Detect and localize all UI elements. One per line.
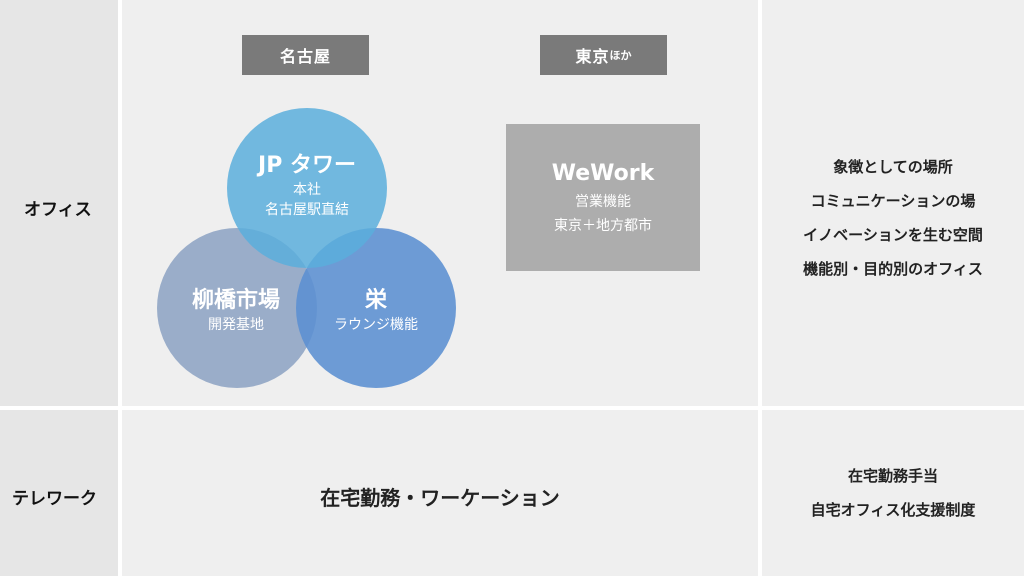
office-row-label-cell [0, 0, 118, 406]
jp-tower-text: JP タワー 本社 名古屋駅直結 [258, 152, 356, 220]
jp-tower-line1: 本社 [292, 182, 321, 198]
nagoya-tag-label: 名古屋 [279, 47, 331, 66]
telework-feature-item: 在宅勤務手当 [847, 467, 938, 485]
tokyo-tag: 東京ほか [540, 35, 667, 75]
telework-main-cell [122, 410, 758, 576]
office-row-label: オフィス [24, 200, 92, 220]
wework-line1: 営業機能 [575, 194, 631, 210]
tokyo-tag-label: 東京 [575, 47, 610, 66]
jp-tower-line2: 名古屋駅直結 [264, 202, 349, 218]
office-feature-item: 機能別・目的別のオフィス [803, 260, 983, 278]
telework-row-label: テレワーク [12, 489, 97, 509]
telework-feature-item: 自宅オフィス化支援制度 [810, 501, 976, 519]
telework-row-label-cell [0, 410, 118, 576]
office-features-list: 象徴としての場所 コミュニケーションの場 イノベーションを生む空間 機能別・目的… [762, 150, 1024, 286]
office-feature-item: コミュニケーションの場 [810, 192, 976, 210]
wework-line2: 東京＋地方都市 [554, 218, 652, 234]
sakae-text: 栄 ラウンジ機能 [334, 287, 418, 335]
sakae-title: 栄 [364, 288, 387, 313]
telework-features-cell [762, 410, 1024, 576]
yanagibashi-text: 柳橋市場 開発基地 [192, 287, 280, 335]
nagoya-tag: 名古屋 [242, 35, 369, 75]
jp-tower-circle [227, 108, 387, 268]
telework-features-list: 在宅勤務手当 自宅オフィス化支援制度 [762, 459, 1024, 527]
telework-main-text: 在宅勤務・ワーケーション [320, 486, 560, 510]
jp-tower-title: JP タワー [258, 153, 356, 178]
tokyo-tag-suffix: ほか [609, 49, 632, 62]
office-features-cell [762, 0, 1024, 406]
wework-box: WeWork 営業機能 東京＋地方都市 [506, 124, 700, 271]
yanagibashi-title: 柳橋市場 [191, 288, 281, 313]
office-feature-item: 象徴としての場所 [833, 158, 953, 176]
sakae-line1: ラウンジ機能 [334, 317, 418, 333]
office-feature-item: イノベーションを生む空間 [803, 226, 983, 244]
yanagibashi-line1: 開発基地 [207, 317, 264, 333]
wework-title: WeWork [551, 161, 655, 186]
